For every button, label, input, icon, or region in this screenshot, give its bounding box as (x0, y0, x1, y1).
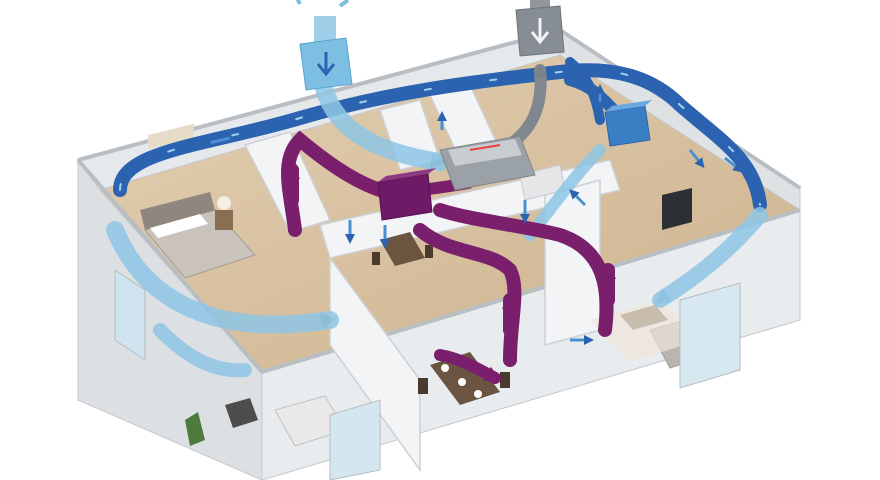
plate-2 (458, 378, 466, 386)
armchair (225, 398, 258, 428)
extract-dining-in (434, 349, 502, 384)
nightstand (215, 210, 233, 230)
grey-duct-box-with-down-arrow-icon (530, 18, 550, 45)
lamp (217, 196, 231, 210)
blue-duct-box-with-down-arrow-icon (316, 52, 336, 77)
bedroom-top-left (114, 123, 256, 361)
chair-1 (418, 378, 428, 394)
pillows (150, 214, 208, 238)
fresh-air-intake (295, 0, 353, 91)
kitchen-chair-1 (372, 252, 380, 265)
grille-arrow-7 (724, 156, 744, 173)
extract-collection-box (377, 168, 436, 221)
fresh-to-bedroom-front (153, 323, 252, 378)
purple-box-front (377, 173, 433, 221)
kitchen-chair-2 (425, 245, 433, 258)
kitchen-center (372, 164, 566, 266)
balcony-door (679, 282, 741, 389)
plate-3 (474, 390, 482, 398)
fresh-to-living (652, 207, 768, 308)
heat-recovery-unit (439, 135, 536, 191)
kitchen-table (380, 232, 425, 266)
blue-box-front (604, 105, 651, 147)
grille-arrow-5 (569, 189, 587, 207)
fresh-air-flow (106, 71, 768, 378)
fresh-to-bedroom (106, 221, 339, 334)
dining-room-front (418, 352, 510, 405)
front-rim (76, 158, 801, 375)
supply-branch-up (565, 57, 605, 125)
tv (662, 188, 692, 230)
bedroom-front-left (185, 395, 381, 480)
wall-art (148, 123, 194, 150)
blue-box-top (605, 100, 652, 112)
plate-1 (441, 364, 449, 372)
bedroom-window (114, 269, 146, 361)
rug (590, 300, 700, 362)
purple-box-top (378, 168, 436, 182)
grille-arrow-8 (688, 149, 705, 169)
grille-arrow-1 (201, 136, 231, 148)
intake-top-arrows (295, 0, 350, 8)
plant (185, 412, 205, 446)
unit-top-panel (448, 139, 522, 166)
exhaust-outlet (515, 0, 565, 57)
unit-panel-detail (469, 144, 501, 151)
chair-2 (500, 372, 510, 388)
living-room-right (590, 188, 741, 389)
front-window (329, 399, 381, 480)
supply-distribution-box (604, 100, 652, 147)
supply-grille-arrows (201, 84, 744, 345)
fresh-intake-down (313, 71, 449, 171)
bed-headboard (140, 192, 215, 230)
intake-pipe (314, 16, 336, 46)
